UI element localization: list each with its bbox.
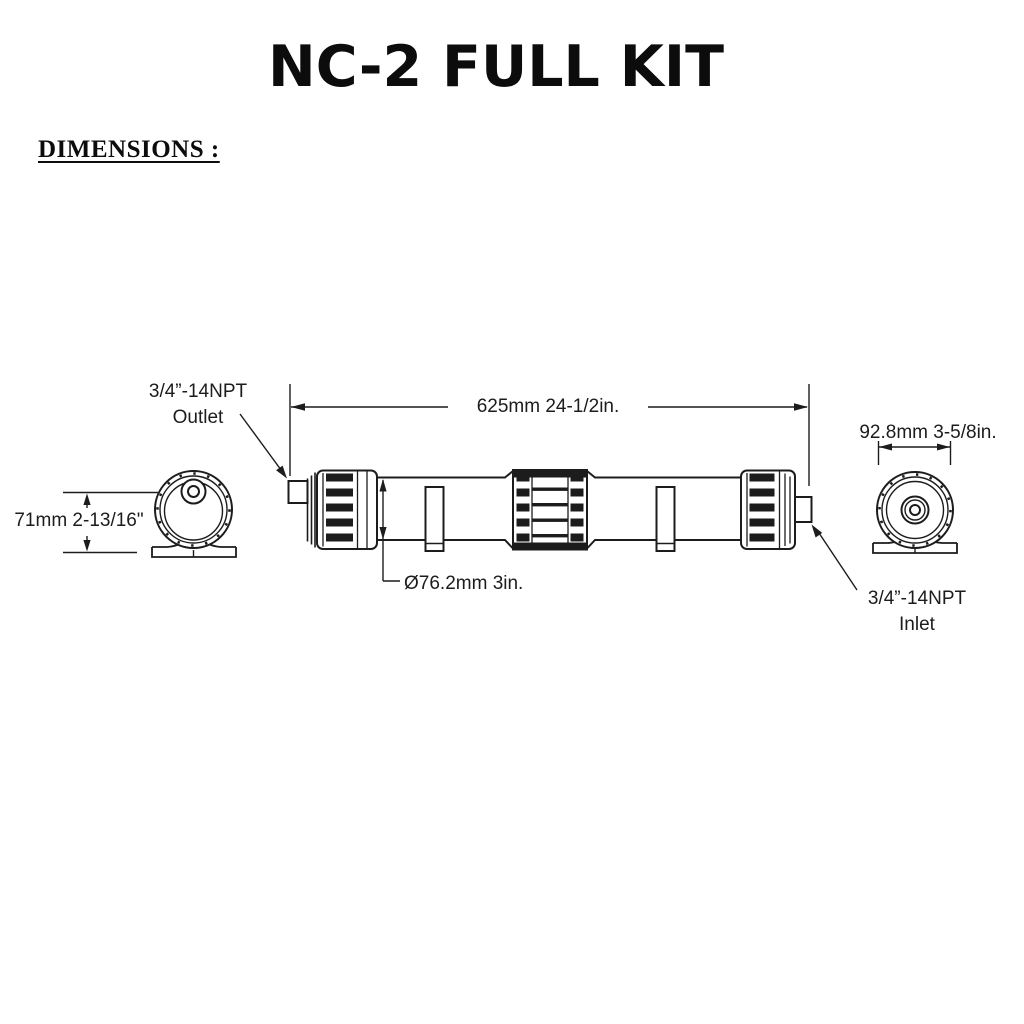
leader-inlet: [811, 524, 858, 591]
inlet-label-line2: Inlet: [899, 614, 935, 635]
mounting-clip-1: [424, 486, 445, 552]
inlet-label: 3/4”-14NPT Inlet: [858, 586, 976, 638]
dim-height-71mm: [63, 491, 158, 554]
knurl-tick-ring: [878, 473, 952, 547]
left-end-view: [151, 470, 237, 558]
right-end-view: [872, 471, 958, 554]
right-end-cap: [740, 469, 796, 550]
outlet-label-line1: 3/4”-14NPT: [148, 381, 248, 402]
dim-width-label: 92.8mm 3-5/8in.: [859, 422, 997, 443]
mounting-clip-2: [655, 486, 676, 552]
center-coupling: [512, 469, 588, 551]
left-collar-steps: [306, 472, 316, 548]
section-heading: DIMENSIONS :: [38, 136, 220, 163]
inlet-port-stub: [794, 496, 813, 523]
outlet-label: 3/4”-14NPT Outlet: [139, 379, 257, 431]
side-view: [287, 469, 813, 552]
dim-width-92-8mm: [877, 441, 952, 465]
page-title: NC-2 FULL KIT: [268, 34, 724, 100]
left-end-cap: [316, 469, 378, 550]
inlet-label-line1: 3/4”-14NPT: [867, 588, 967, 609]
dim-height-label: 71mm 2-13/16": [14, 510, 144, 531]
tube-body: [377, 470, 741, 550]
outlet-label-line2: Outlet: [172, 407, 224, 428]
outlet-port-circle: [180, 478, 207, 505]
dim-length-label: 625mm 24-1/2in.: [448, 395, 648, 419]
inlet-port-circle: [900, 495, 930, 525]
dim-diameter-label: Ø76.2mm 3in.: [404, 573, 524, 594]
outlet-port-stub: [287, 480, 309, 504]
knurl-tick-ring: [156, 472, 231, 547]
dim-diameter-76-2mm: [379, 479, 400, 582]
leader-outlet: [239, 413, 287, 479]
